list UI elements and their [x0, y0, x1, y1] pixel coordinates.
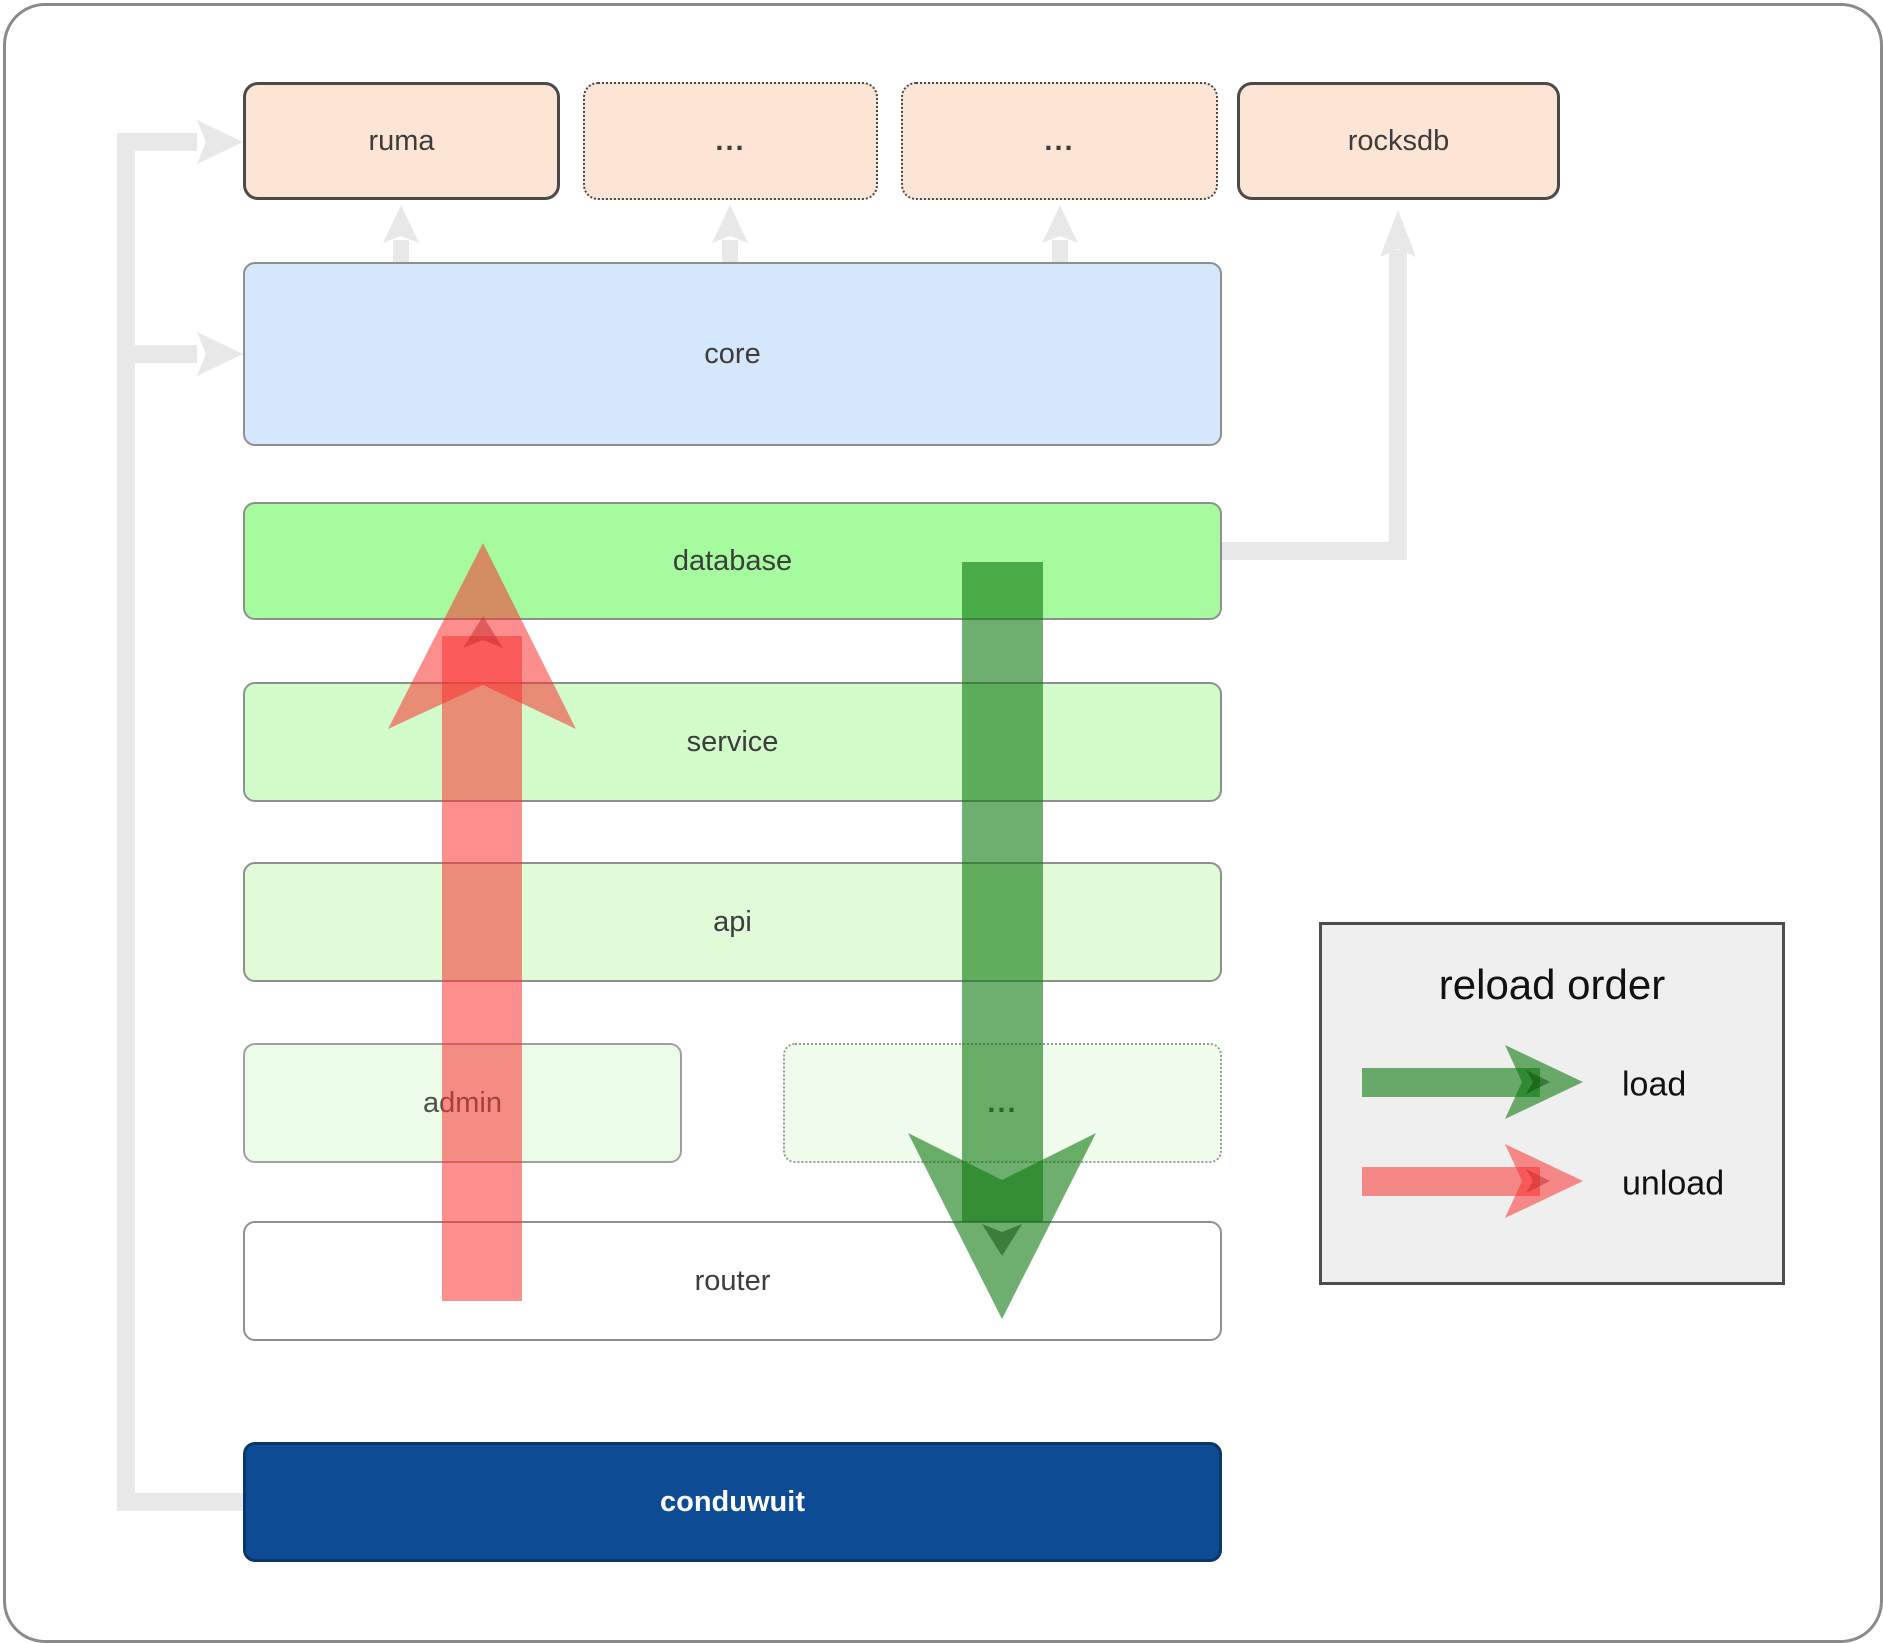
node-dots-top-1: ...	[583, 82, 878, 200]
node-admin: admin	[243, 1043, 682, 1163]
node-ruma: ruma	[243, 82, 560, 200]
node-database: database	[243, 502, 1222, 620]
node-router-label: router	[694, 1264, 771, 1297]
edge-database-to-rocksdb-horizontal	[1222, 542, 1407, 560]
arrowhead-into-core	[197, 332, 243, 376]
arrowhead-into-rocksdb	[1380, 210, 1416, 257]
arrowhead-core-to-dots-2	[1042, 205, 1078, 243]
edge-stub-from-conduwuit	[117, 1493, 245, 1511]
edge-core-to-dots-1	[722, 240, 738, 263]
edge-core-to-ruma	[393, 240, 409, 263]
node-dots-top-2-label: ...	[1044, 124, 1075, 157]
node-core: core	[243, 262, 1222, 446]
node-dots-top-1-label: ...	[715, 124, 746, 157]
node-service-label: service	[686, 725, 779, 758]
legend-load-label: load	[1622, 1065, 1687, 1104]
node-ruma-label: ruma	[368, 124, 435, 157]
legend-title: reload order	[1438, 961, 1666, 1008]
node-dots-admin-label: ...	[987, 1086, 1018, 1119]
edge-core-to-dots-2	[1052, 240, 1068, 263]
arrowhead-core-to-dots-1	[712, 205, 748, 243]
node-rocksdb-label: rocksdb	[1347, 124, 1450, 157]
node-service: service	[243, 682, 1222, 802]
arrowhead-core-to-ruma	[383, 205, 419, 243]
node-database-label: database	[672, 544, 793, 577]
node-conduwuit: conduwuit	[243, 1442, 1222, 1562]
legend-unload-label: unload	[1622, 1164, 1725, 1203]
edge-conduwuit-left-vertical	[117, 133, 135, 1511]
node-admin-label: admin	[423, 1086, 502, 1119]
arrowhead-into-ruma	[197, 120, 243, 164]
node-dots-top-2: ...	[901, 82, 1218, 200]
node-conduwuit-label: conduwuit	[660, 1485, 805, 1518]
edge-stub-to-core	[117, 345, 197, 363]
node-dots-admin: ...	[783, 1043, 1222, 1163]
node-api-label: api	[713, 905, 752, 938]
edge-database-to-rocksdb-vertical	[1389, 250, 1407, 560]
node-router: router	[243, 1221, 1222, 1341]
node-core-label: core	[704, 337, 761, 370]
edge-stub-to-ruma	[117, 133, 197, 151]
node-api: api	[243, 862, 1222, 982]
legend-reload-order: reload order load unload	[1319, 922, 1785, 1285]
node-rocksdb: rocksdb	[1237, 82, 1560, 200]
